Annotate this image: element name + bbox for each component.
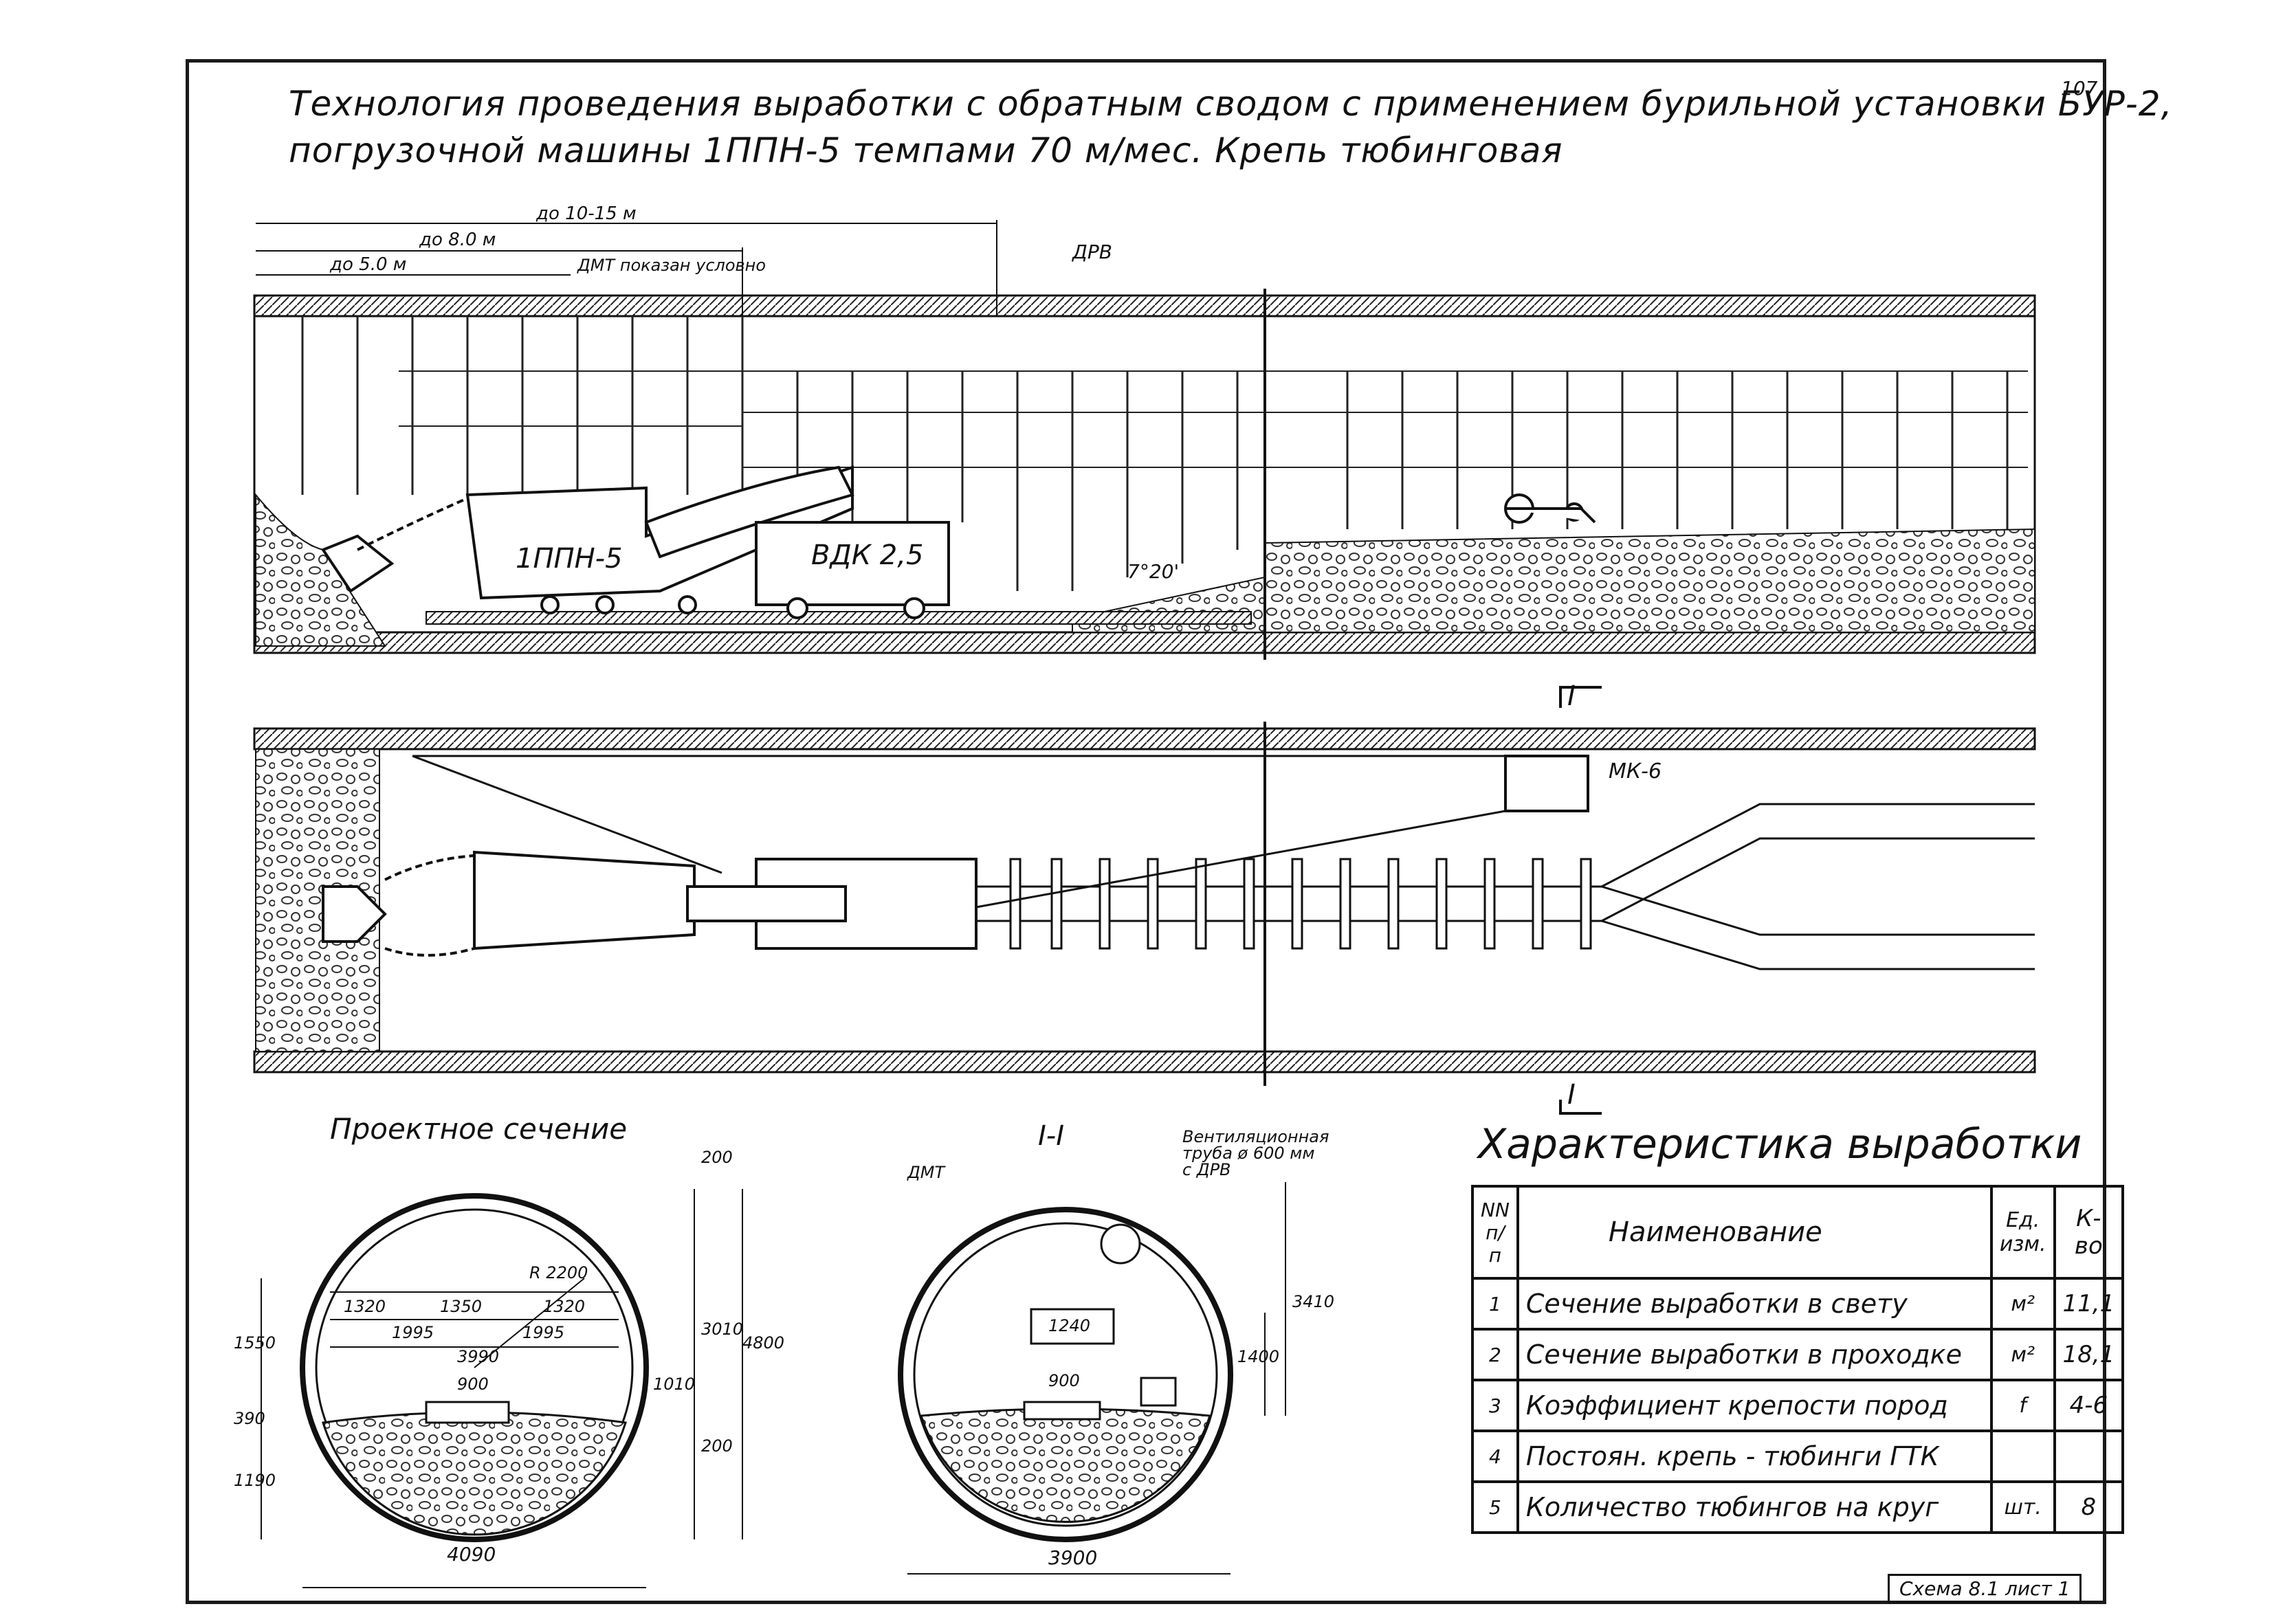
sheet-label: Схема 8.1 лист 1 [1888, 1574, 2082, 1603]
dim-4090: 4090 [447, 1543, 496, 1566]
winch-label: МК-6 [1609, 759, 1662, 783]
dim-3900: 3900 [1048, 1546, 1098, 1569]
row-num: 5 [1471, 1480, 1519, 1534]
header-num: NN п/п [1471, 1185, 1519, 1280]
row-num: 1 [1471, 1277, 1519, 1331]
section-i-i-title: I-I [1038, 1120, 1065, 1152]
dim-200-top: 200 [701, 1148, 733, 1167]
row-unit: f [1989, 1379, 2056, 1432]
drv-label: ДРВ [1072, 241, 1112, 263]
title-line-2: погрузочной машины 1ППН-5 темпами 70 м/м… [289, 131, 1563, 170]
header-qty: К-во [2053, 1185, 2125, 1280]
section-mark-bottom: I [1567, 1079, 1576, 1111]
dim-3410: 3410 [1292, 1292, 1335, 1311]
dim-10-15m: до 10-15 м [536, 203, 637, 224]
dim-4800: 4800 [742, 1333, 785, 1353]
winch-mk6 [1504, 755, 1589, 812]
table-row: 5 Количество тюбингов на круг шт. 8 [1471, 1480, 2125, 1534]
characteristics-table: NN п/п Наименование Ед. изм. К-во 1 Сече… [1471, 1185, 2125, 1534]
dim-1320-right: 1320 [543, 1297, 586, 1316]
section-i-i [898, 1182, 1286, 1575]
vent-note-1: Вентиляционная [1182, 1127, 1329, 1146]
drawing-frame [186, 59, 2106, 1604]
locomotive [1504, 493, 1596, 524]
row-unit: м² [1989, 1277, 2056, 1331]
row-name: Количество тюбингов на круг [1516, 1480, 1993, 1534]
table-row: 2 Сечение выработки в проходке м² 18,1 [1471, 1328, 2125, 1381]
slope-label: 7°20' [1127, 560, 1180, 583]
characteristics-title: Характеристика выработки [1478, 1120, 2082, 1168]
design-section-title: Проектное сечение [330, 1112, 628, 1146]
wagon-label: ВДК 2,5 [811, 540, 924, 571]
row-name: Коэффициент крепости пород [1516, 1379, 1993, 1432]
dim-200-bottom: 200 [701, 1436, 733, 1456]
longitudinal-section [253, 220, 2036, 660]
dmt-note: ДМТ показан условно [577, 256, 766, 275]
dim-1995-left: 1995 [392, 1323, 434, 1342]
title-line-1: Технология проведения выработки с обратн… [289, 84, 2173, 124]
dim-3010: 3010 [701, 1320, 744, 1339]
row-num: 2 [1471, 1328, 1519, 1381]
header-unit: Ед. изм. [1989, 1185, 2056, 1280]
dim-1350: 1350 [440, 1297, 483, 1316]
row-name: Постоян. крепь - тюбинги ГТК [1516, 1430, 1993, 1483]
dim-1400: 1400 [1237, 1347, 1280, 1366]
row-unit [1989, 1430, 2056, 1483]
vent-note-3: с ДРВ [1182, 1160, 1231, 1179]
row-value [2053, 1430, 2125, 1483]
design-cross-section [261, 1189, 743, 1588]
page-number: 107 [2061, 77, 2098, 100]
plan-view [253, 686, 2036, 1115]
row-num: 3 [1471, 1379, 1519, 1432]
dim-1010: 1010 [653, 1375, 696, 1394]
row-name: Сечение выработки в проходке [1516, 1328, 1993, 1381]
row-value: 11,1 [2053, 1277, 2125, 1331]
row-unit: шт. [1989, 1480, 2056, 1534]
dim-900: 900 [457, 1375, 489, 1394]
row-value: 18,1 [2053, 1328, 2125, 1381]
row-name: Сечение выработки в свету [1516, 1277, 1993, 1331]
loader-label: 1ППН-5 [516, 543, 623, 575]
row-num: 4 [1471, 1430, 1519, 1483]
table-row: 1 Сечение выработки в свету м² 11,1 [1471, 1277, 2125, 1331]
dim-390: 390 [234, 1409, 265, 1428]
loader-1ppn5 [320, 465, 854, 614]
dim-5m: до 5.0 м [330, 254, 407, 275]
row-unit: м² [1989, 1328, 2056, 1381]
vent-note-2: труба ø 600 мм [1182, 1144, 1315, 1163]
table-row: 3 Коэффициент крепости пород f 4-6 [1471, 1379, 2125, 1432]
dim-8m: до 8.0 м [419, 230, 496, 250]
dim-900-s: 900 [1048, 1371, 1080, 1390]
dim-1240: 1240 [1048, 1316, 1091, 1335]
dim-1190: 1190 [234, 1471, 276, 1490]
row-value: 8 [2053, 1480, 2125, 1534]
radius-label: R 2200 [529, 1263, 588, 1282]
wagon-vdk-2-5 [755, 521, 950, 619]
table-row: 4 Постоян. крепь - тюбинги ГТК [1471, 1430, 2125, 1483]
section-mark-top: I [1567, 680, 1576, 712]
row-value: 4-6 [2053, 1379, 2125, 1432]
dmt-label: ДМТ [907, 1163, 945, 1182]
dim-3990: 3990 [457, 1347, 500, 1366]
header-name: Наименование [1516, 1185, 1993, 1280]
dim-1320-left: 1320 [344, 1297, 386, 1316]
table-header-row: NN п/п Наименование Ед. изм. К-во [1471, 1185, 2125, 1280]
dim-1550: 1550 [234, 1333, 276, 1353]
dim-1995-right: 1995 [522, 1323, 565, 1342]
